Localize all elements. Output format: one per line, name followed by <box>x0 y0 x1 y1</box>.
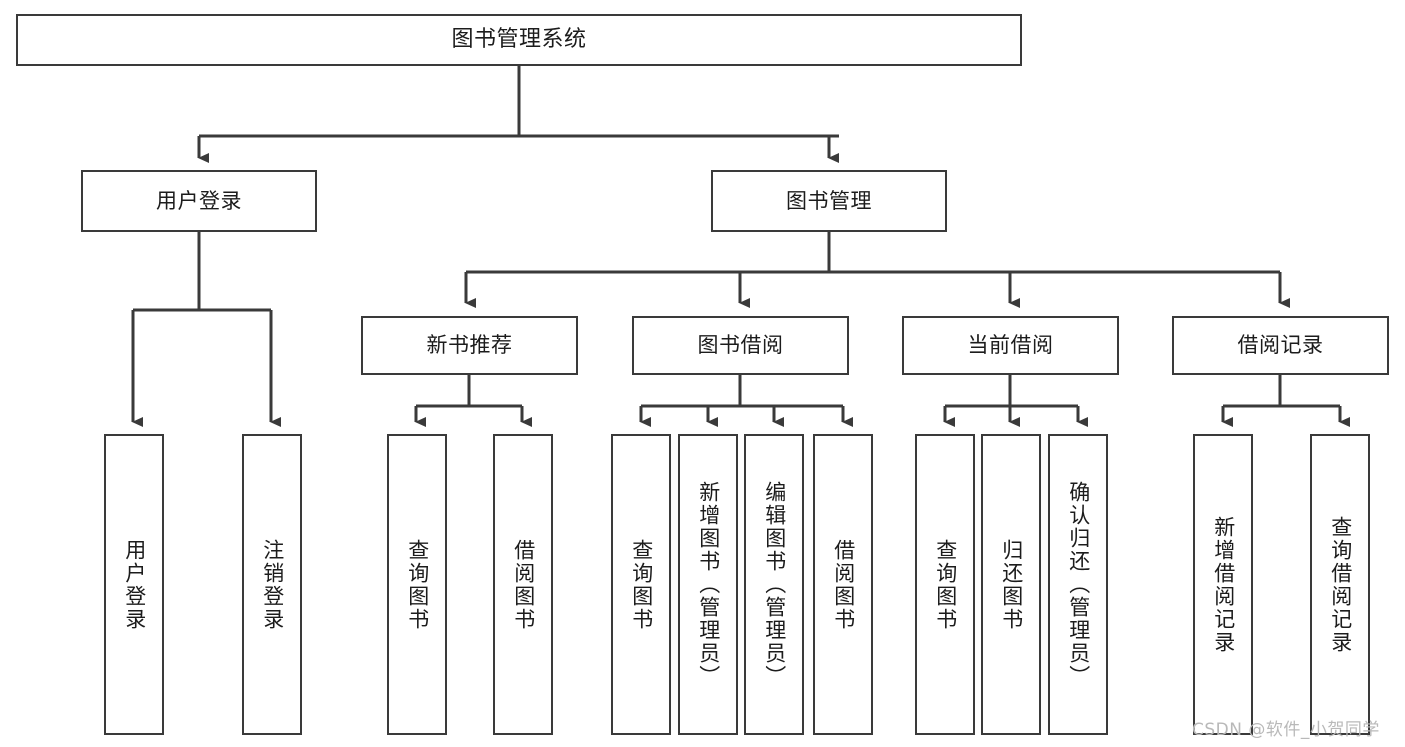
node-label: 确认归还（管理员） <box>1066 481 1091 688</box>
leaf-user-login[interactable]: 用户登录 <box>104 434 164 735</box>
leaf-logout[interactable]: 注销登录 <box>242 434 302 735</box>
node-label: 注销登录 <box>260 538 285 631</box>
node-label: 借阅图书 <box>831 538 856 631</box>
leaf-add-book-admin[interactable]: 新增图书（管理员） <box>678 434 738 735</box>
leaf-borrow-books-recommend[interactable]: 借阅图书 <box>493 434 553 735</box>
leaf-return-books[interactable]: 归还图书 <box>981 434 1041 735</box>
node-label: 查询图书 <box>933 538 958 631</box>
node-new-book-recommendation[interactable]: 新书推荐 <box>361 316 578 375</box>
node-label: 用户登录 <box>156 188 242 213</box>
leaf-add-borrow-record[interactable]: 新增借阅记录 <box>1193 434 1253 735</box>
node-root-book-management-system[interactable]: 图书管理系统 <box>16 14 1022 66</box>
leaf-query-borrow-record[interactable]: 查询借阅记录 <box>1310 434 1370 735</box>
node-label: 新书推荐 <box>426 333 513 358</box>
node-label: 归还图书 <box>999 538 1024 631</box>
node-label: 图书管理 <box>786 188 872 213</box>
node-label: 编辑图书（管理员） <box>762 481 787 688</box>
node-label: 当前借阅 <box>967 333 1054 358</box>
leaf-query-books-current[interactable]: 查询图书 <box>915 434 975 735</box>
node-label: 图书借阅 <box>697 333 784 358</box>
leaf-edit-book-admin[interactable]: 编辑图书（管理员） <box>744 434 804 735</box>
leaf-confirm-return-admin[interactable]: 确认归还（管理员） <box>1048 434 1108 735</box>
node-label: 新增图书（管理员） <box>696 481 721 688</box>
node-label: 新增借阅记录 <box>1211 515 1236 654</box>
node-label: 借阅图书 <box>511 538 536 631</box>
leaf-query-books-borrow[interactable]: 查询图书 <box>611 434 671 735</box>
node-book-borrowing[interactable]: 图书借阅 <box>632 316 849 375</box>
node-current-borrowing[interactable]: 当前借阅 <box>902 316 1119 375</box>
node-book-management[interactable]: 图书管理 <box>711 170 947 232</box>
node-label: 借阅记录 <box>1237 333 1324 358</box>
node-user-login[interactable]: 用户登录 <box>81 170 317 232</box>
watermark-text: CSDN @软件_小贺同学 <box>1192 720 1380 740</box>
node-label: 图书管理系统 <box>451 27 587 53</box>
node-label: 查询图书 <box>405 538 430 631</box>
node-label: 查询借阅记录 <box>1328 515 1353 654</box>
node-borrow-records[interactable]: 借阅记录 <box>1172 316 1389 375</box>
node-label: 查询图书 <box>629 538 654 631</box>
leaf-query-books-recommend[interactable]: 查询图书 <box>387 434 447 735</box>
leaf-borrow-books[interactable]: 借阅图书 <box>813 434 873 735</box>
node-label: 用户登录 <box>122 538 147 631</box>
